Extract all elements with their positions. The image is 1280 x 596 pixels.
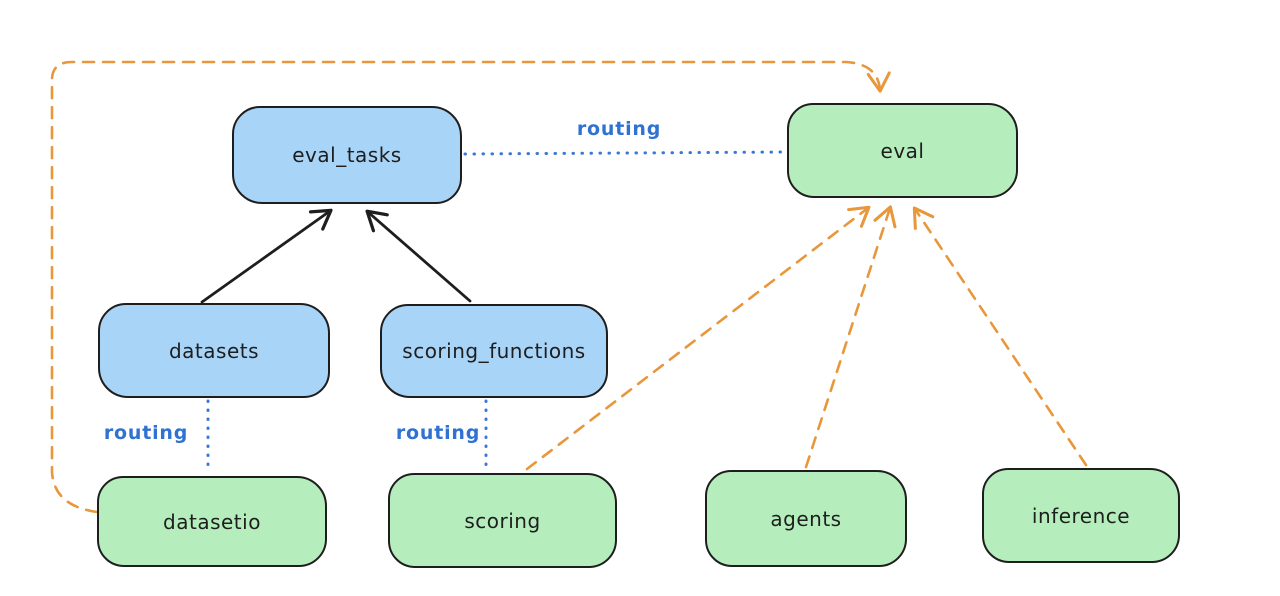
- edge-datasets-to-eval-tasks: [200, 208, 333, 304]
- node-inference: inference: [982, 468, 1180, 563]
- edge-datasetio-to-eval: [50, 60, 891, 514]
- edge-label-routing-scoring: routing: [395, 422, 481, 444]
- node-agents: agents: [705, 470, 907, 567]
- node-datasets: datasets: [98, 303, 330, 398]
- edge-scoring-functions-to-eval-tasks: [365, 209, 472, 303]
- node-eval: eval: [787, 103, 1018, 198]
- node-scoring: scoring: [388, 473, 617, 568]
- node-agents-label: agents: [770, 506, 842, 531]
- node-datasetio: datasetio: [97, 476, 327, 567]
- edge-eval-tasks-to-eval-routing: [463, 150, 788, 156]
- node-scoring-functions-label: scoring_functions: [402, 339, 586, 363]
- edge-label-routing-datasetio: routing: [103, 422, 189, 444]
- edge-agents-to-eval: [804, 205, 897, 469]
- edge-inference-to-eval: [912, 206, 1088, 467]
- node-scoring-label: scoring: [464, 508, 541, 533]
- node-datasets-label: datasets: [168, 338, 260, 363]
- node-inference-label: inference: [1031, 503, 1131, 528]
- node-eval-tasks-label: eval_tasks: [292, 143, 402, 167]
- node-eval-label: eval: [880, 138, 925, 163]
- node-datasetio-label: datasetio: [163, 509, 261, 534]
- edge-label-routing-top: routing: [576, 118, 662, 140]
- edge-scoring-to-eval: [525, 205, 871, 471]
- node-scoring-functions: scoring_functions: [380, 304, 608, 398]
- node-eval-tasks: eval_tasks: [232, 106, 462, 204]
